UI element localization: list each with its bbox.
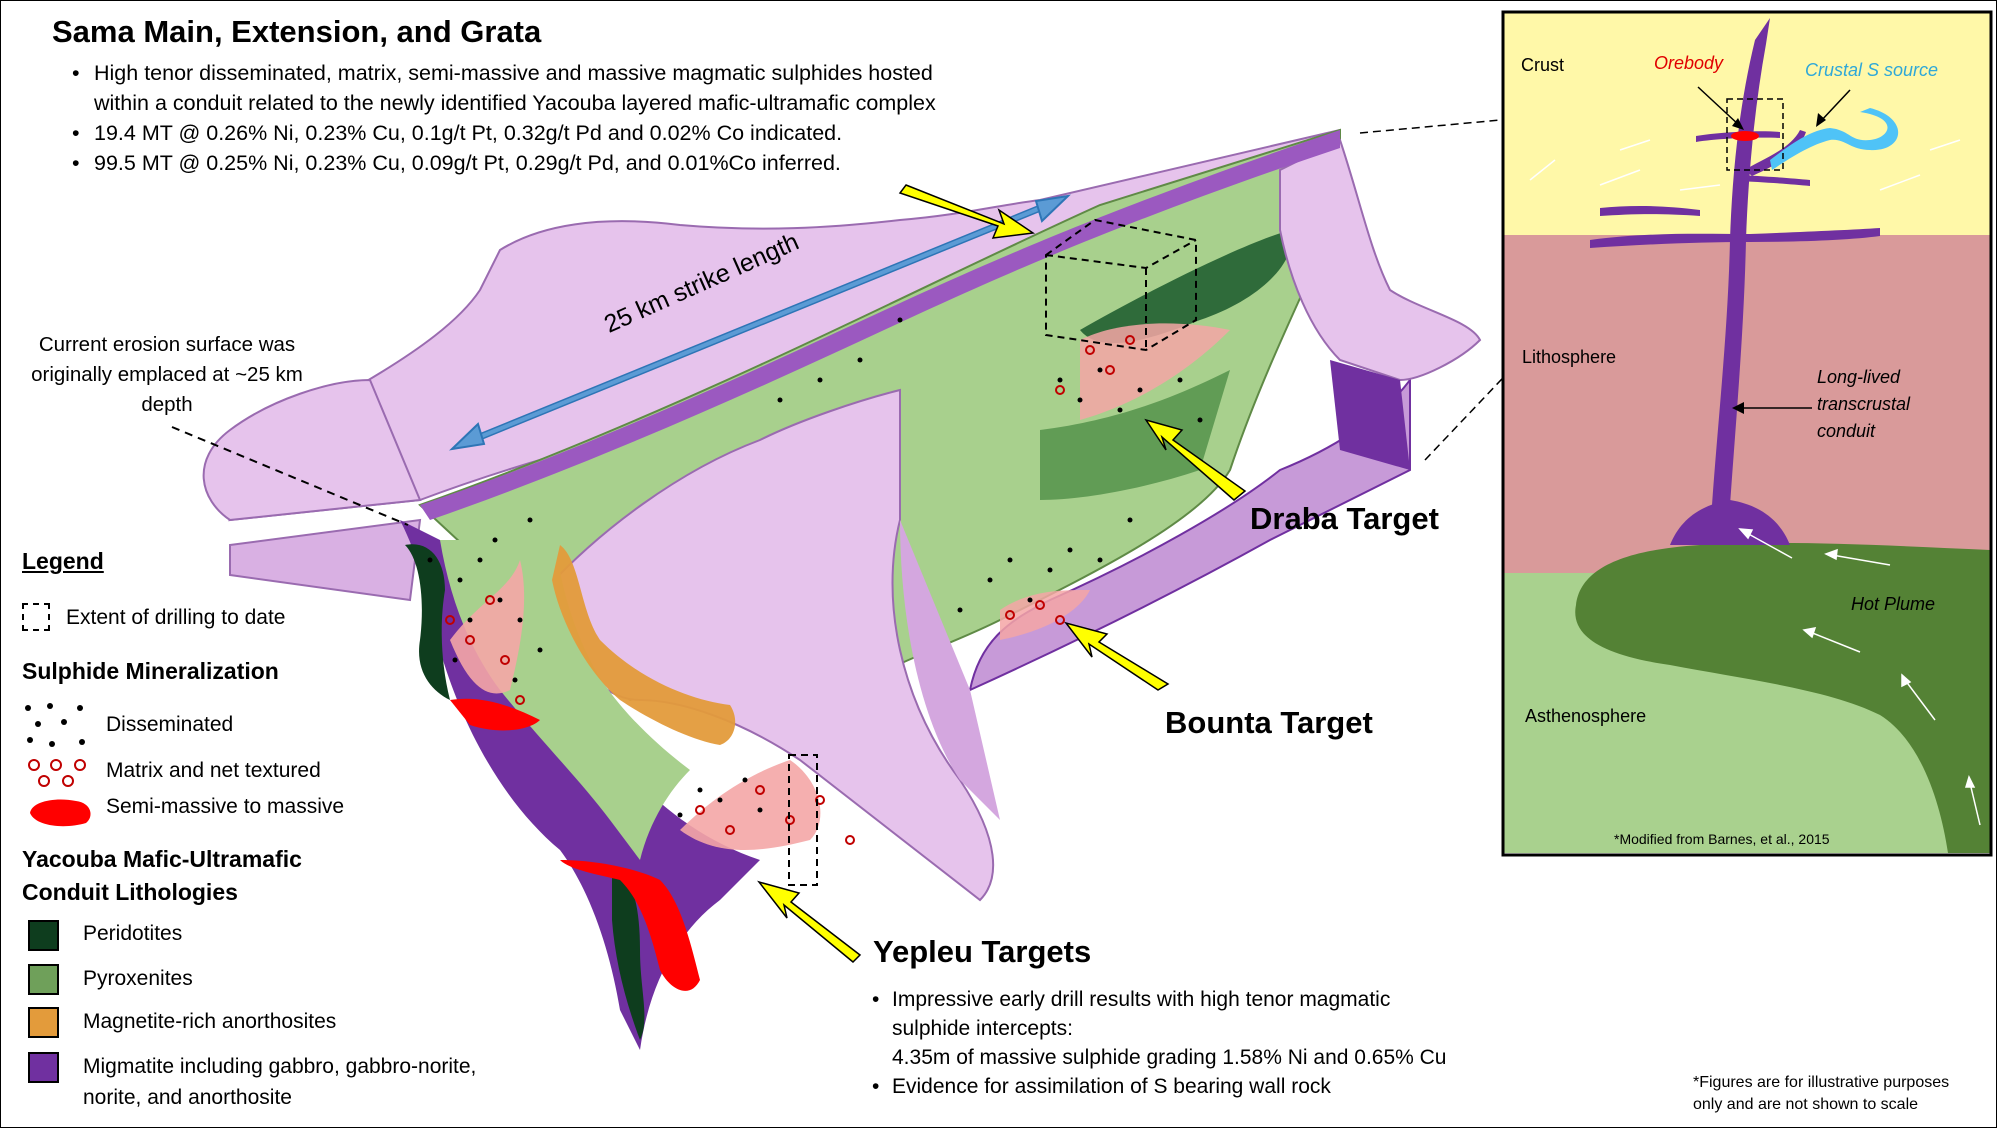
matrix-swatch: [28, 759, 86, 787]
disseminated-swatch: [25, 703, 85, 747]
orebody: [1731, 131, 1759, 141]
yepleu-target-label: Yepleu Targets: [873, 934, 1092, 969]
massive-sulphide-left: [450, 698, 540, 731]
target-arrows: [757, 184, 1247, 964]
arrow-yepleu: [757, 880, 862, 964]
inset-hot-plume-label: Hot Plume: [1851, 594, 1936, 614]
peridotite-left: [405, 544, 450, 700]
magnetite-band: [552, 545, 736, 745]
massive-sulphide-yepleu: [560, 860, 700, 991]
bounta-target-label: Bounta Target: [1165, 705, 1373, 740]
legend-drilling: Extent of drilling to date: [66, 606, 286, 629]
peridotite-swatch: [28, 920, 59, 951]
inset-credit: *Modified from Barnes, et al., 2015: [1614, 831, 1830, 847]
erosion-note: Current erosion surface was originally e…: [31, 333, 303, 416]
hot-plume: [1575, 542, 1990, 853]
magnetite-swatch: [28, 1007, 59, 1038]
legend-sulphide-heading: Sulphide Mineralization: [22, 658, 279, 684]
inset-transcrustal-diagram: [1501, 10, 1993, 857]
erosion-leader: [171, 426, 409, 526]
legend-disseminated: Disseminated: [106, 713, 234, 736]
legend-peridotites: Peridotites: [83, 922, 183, 945]
inset-crust-label: Crust: [1521, 55, 1565, 75]
bullet-item: 19.4 MT @ 0.26% Ni, 0.23% Cu, 0.1g/t Pt,…: [72, 118, 936, 148]
bullet-item: High tenor disseminated, matrix, semi-ma…: [72, 58, 936, 118]
arrow-top: [898, 184, 1036, 239]
legend-heading: Legend: [22, 548, 104, 574]
pyroxenite-swatch: [28, 964, 59, 995]
inset-lithosphere-label: Lithosphere: [1522, 347, 1617, 367]
yepleu-bullet: Evidence for assimilation of S bearing w…: [872, 1072, 1447, 1101]
drilling-swatch: [22, 603, 50, 631]
strike-length-arrow: [449, 194, 1071, 451]
inset-crustal-s-label: Crustal S source: [1805, 60, 1939, 80]
draba-target-label: Draba Target: [1250, 501, 1439, 536]
peridotite-band: [1080, 230, 1292, 344]
legend-massive: Semi-massive to massive: [106, 795, 345, 818]
summary-bullets: High tenor disseminated, matrix, semi-ma…: [72, 58, 936, 178]
transcrustal-conduit: [1712, 18, 1770, 505]
migmatite-swatch: [28, 1052, 59, 1083]
drilling-extent-boxes: [788, 218, 1197, 886]
crustal-s-source: [1770, 108, 1899, 170]
pink-left-lobe: [202, 378, 422, 522]
page-title: Sama Main, Extension, and Grata: [52, 14, 542, 49]
inset-orebody-label: Orebody: [1654, 53, 1724, 73]
inset-asthenosphere-label: Asthenosphere: [1525, 706, 1647, 726]
yepleu-bullet: Impressive early drill results with high…: [872, 985, 1447, 1072]
arrow-draba: [1144, 418, 1247, 501]
legend-pyroxenites: Pyroxenites: [83, 967, 193, 990]
bullet-item: 99.5 MT @ 0.25% Ni, 0.23% Cu, 0.09g/t Pt…: [72, 148, 936, 178]
arrow-bounta: [1064, 621, 1170, 691]
massive-swatch: [30, 799, 91, 827]
legend-migmatite: Migmatite including gabbro, gabbro-norit…: [83, 1055, 477, 1109]
yepleu-bullets: Impressive early drill results with high…: [872, 985, 1447, 1101]
legend-matrix: Matrix and net textured: [106, 759, 321, 782]
legend-magnetite: Magnetite-rich anorthosites: [83, 1010, 337, 1033]
